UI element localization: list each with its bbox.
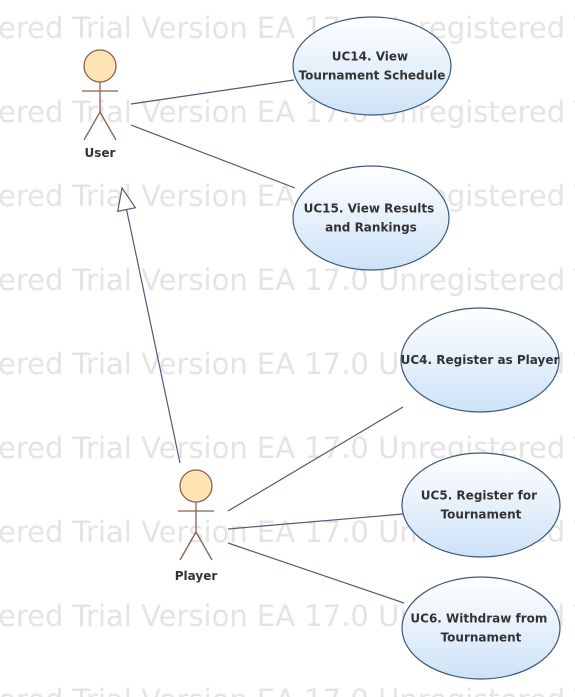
association-line [227, 406, 404, 512]
use-case-label-line: and Rankings [325, 221, 417, 235]
use-cases-layer: UC14. View Tournament Schedule UC15. Vie… [292, 16, 561, 680]
use-case-ellipse[interactable] [292, 165, 450, 271]
actor-user[interactable]: User [82, 49, 118, 160]
actor-label: User [85, 146, 116, 160]
use-case-ellipse[interactable] [401, 452, 561, 558]
actor-leg-left [83, 111, 101, 141]
use-case-ellipse[interactable] [401, 576, 561, 680]
association-line [130, 124, 296, 189]
association-line [227, 513, 404, 530]
use-case-label: UC15. View Results and Rankings [304, 202, 439, 235]
use-case-label: UC4. Register as Player [401, 353, 560, 367]
actor-player[interactable]: Player [175, 469, 218, 583]
use-case-label: UC14. View Tournament Schedule [299, 50, 446, 83]
connectors-layer [116, 79, 405, 604]
actor-leg-right [195, 531, 213, 561]
use-case-label-line: UC4. Register as Player [401, 353, 560, 367]
use-case-uc5[interactable]: UC5. Register for Tournament [401, 452, 561, 558]
actor-leg-left [179, 531, 197, 561]
generalization-line [125, 209, 181, 464]
use-case-label: UC6. Withdraw from Tournament [410, 612, 551, 645]
actors-layer: User Player [82, 49, 218, 583]
watermark-text: ered Trial Version EA 17.0 Unregistered … [0, 11, 575, 45]
use-case-ellipse[interactable] [400, 307, 560, 413]
use-case-uc4[interactable]: UC4. Register as Player [400, 307, 560, 413]
watermark-layer: ered Trial Version EA 17.0 Unregistered … [0, 11, 575, 697]
actor-stick-figure-icon[interactable] [82, 49, 118, 141]
use-case-ellipse[interactable] [292, 16, 452, 116]
use-case-uc6[interactable]: UC6. Withdraw from Tournament [401, 576, 561, 680]
use-case-uc14[interactable]: UC14. View Tournament Schedule [292, 16, 452, 116]
actor-label: Player [175, 569, 218, 583]
actor-head [179, 469, 213, 503]
association-line [227, 542, 405, 604]
use-case-label-line: Tournament [441, 508, 522, 522]
use-case-label-line: UC5. Register for [421, 489, 537, 503]
use-case-uc15[interactable]: UC15. View Results and Rankings [292, 165, 450, 271]
use-case-label-line: Tournament Schedule [299, 69, 446, 83]
watermark-text: ered Trial Version EA 17.0 Unregistered … [0, 263, 575, 297]
association-line [130, 79, 295, 105]
use-case-label-line: UC6. Withdraw from [410, 612, 547, 626]
generalization-arrowhead-icon [116, 186, 137, 213]
use-case-label-line: UC15. View Results [304, 202, 435, 216]
actor-leg-right [99, 111, 117, 141]
watermark-text: ered Trial Version EA 17.0 Unregistered … [0, 683, 575, 697]
use-case-label: UC5. Register for Tournament [421, 489, 541, 522]
use-case-label-line: UC14. View [332, 50, 408, 64]
watermark-text: ered Trial Version EA 17.0 Unregistered … [0, 179, 575, 213]
use-case-label-line: Tournament [441, 631, 522, 645]
watermark-text: ered Trial Version EA 17.0 Unregistered … [0, 95, 575, 129]
actor-stick-figure-icon[interactable] [178, 469, 214, 561]
actor-head [83, 49, 117, 83]
